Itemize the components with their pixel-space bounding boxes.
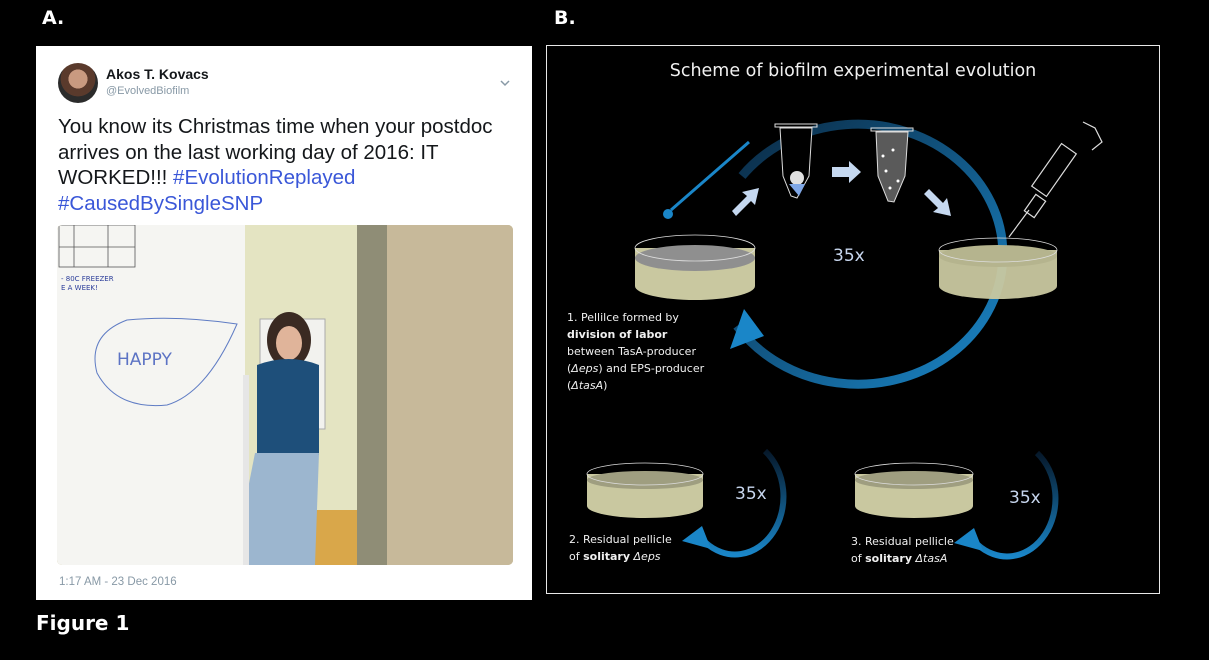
whiteboard-happy-text: HAPPY	[117, 350, 173, 370]
flow-arrow	[732, 188, 759, 216]
petri-dish-step3	[854, 462, 974, 518]
speech-bubble	[94, 317, 238, 407]
author-handle[interactable]: @EvolvedBiofilm	[106, 85, 190, 97]
step2-line: of solitary Δeps	[569, 548, 672, 565]
text-fragment: )	[603, 379, 608, 392]
tweet-card: Akos T. Kovacs @EvolvedBiofilm You know …	[36, 46, 532, 600]
door	[387, 225, 513, 565]
pipette-icon	[1008, 121, 1103, 238]
panel-b-label: B.	[554, 7, 576, 29]
door-frame	[357, 225, 387, 565]
photo-illustration: - 80C FREEZER E A WEEK! HAPPY	[57, 225, 513, 565]
gene-label: Δeps	[571, 362, 599, 375]
gene-label: Δeps	[630, 550, 661, 563]
flow-arrow	[924, 189, 951, 216]
cycle-arc-step2	[702, 448, 787, 558]
whiteboard	[57, 225, 245, 565]
step2-description: 2. Residual pellicle of solitary Δeps	[569, 531, 672, 565]
step3-description: 3. Residual pellicle of solitary ΔtasA	[851, 533, 954, 567]
chevron-down-icon[interactable]	[498, 76, 512, 90]
text-fragment: of	[569, 550, 584, 563]
text-fragment: (	[567, 379, 572, 392]
petri-dish-fresh	[938, 237, 1058, 299]
step1-line: (ΔtasA)	[567, 377, 704, 394]
whiteboard-stand	[243, 375, 249, 565]
step1-line: between TasA-producer	[567, 345, 696, 358]
cycle-count-step2: 35x	[735, 484, 767, 504]
text-bold: solitary	[865, 552, 913, 565]
step1-line-bold: division of labor	[567, 328, 668, 341]
text-fragment: of	[851, 552, 866, 565]
tweet-body: You know its Christmas time when your po…	[58, 115, 493, 189]
text-fragment: (	[567, 362, 572, 375]
text-bold: solitary	[583, 550, 631, 563]
step3-line: of solitary ΔtasA	[851, 550, 954, 567]
text-fragment: ) and EPS-producer	[598, 362, 705, 375]
cycle-arrowhead-step3	[954, 528, 983, 551]
step1-description: 1. Pellilce formed by division of labor …	[567, 309, 704, 394]
main-cycle-arrowhead	[730, 309, 764, 349]
inoculation-loop	[670, 140, 750, 212]
hashtag-link[interactable]: #CausedBySingleSNP	[58, 191, 264, 215]
eppendorf-tube-2	[870, 127, 914, 203]
whiteboard-table	[58, 225, 136, 268]
tweet-text: You know its Christmas time when your po…	[58, 114, 518, 216]
cycle-arrowhead-step2	[682, 526, 711, 549]
person-face	[276, 326, 302, 360]
hashtag-link[interactable]: #EvolutionReplayed	[173, 166, 356, 189]
petri-dish-pellicle	[634, 234, 756, 300]
step1-line: (Δeps) and EPS-producer	[567, 360, 704, 377]
person-jeans	[233, 453, 319, 565]
petri-dish-step2	[586, 462, 704, 518]
step3-line: 3. Residual pellicle	[851, 535, 954, 548]
whiteboard-note: E A WEEK!	[61, 284, 98, 292]
scheme-diagram	[586, 119, 1103, 560]
scheme-panel: Scheme of biofilm experimental evolution…	[546, 45, 1160, 594]
eppendorf-tube-1	[774, 123, 818, 199]
whiteboard-note: - 80C FREEZER	[61, 275, 114, 283]
user-avatar[interactable]	[58, 63, 98, 103]
step1-line: 1. Pellilce formed by	[567, 311, 679, 324]
tweet-timestamp[interactable]: 1:17 AM - 23 Dec 2016	[59, 576, 177, 588]
person-jacket	[257, 359, 319, 455]
cycle-count-main: 35x	[833, 246, 865, 266]
cycle-count-step3: 35x	[1009, 488, 1041, 508]
panel-a-label: A.	[42, 7, 65, 29]
cycle-arc-step3	[974, 450, 1059, 560]
scheme-title: Scheme of biofilm experimental evolution	[669, 61, 1037, 81]
loop-tip	[663, 209, 673, 219]
tweet-photo[interactable]: - 80C FREEZER E A WEEK! HAPPY	[57, 225, 513, 565]
author-name[interactable]: Akos T. Kovacs	[106, 66, 209, 82]
flow-arrow	[832, 161, 861, 183]
figure-caption: Figure 1	[36, 611, 130, 635]
gene-label: ΔtasA	[912, 552, 948, 565]
gene-label: ΔtasA	[571, 379, 604, 392]
step2-line: 2. Residual pellicle	[569, 533, 672, 546]
